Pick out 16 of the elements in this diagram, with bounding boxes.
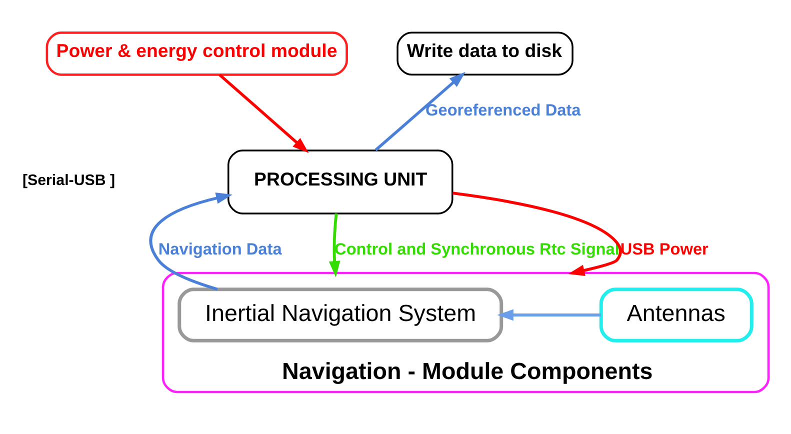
node-box: PROCESSING UNIT	[228, 150, 454, 214]
label: [Serial-USB ]	[22, 172, 116, 189]
arrow	[374, 72, 466, 152]
edge-label: Control and Synchronous Rtc Signal	[334, 240, 620, 259]
arrow	[497, 309, 601, 321]
edge-label: Navigation Data	[158, 240, 282, 259]
edge-label: Georeferenced Data	[426, 102, 581, 120]
arrow	[328, 213, 340, 278]
edge-label: USB Power	[620, 240, 708, 259]
node-box: Antennas	[599, 288, 754, 342]
arrow	[452, 192, 622, 276]
node-box: Write data to disk	[396, 32, 574, 76]
node-box: Power & energy control module	[46, 32, 348, 76]
arrow	[149, 192, 232, 291]
arrow	[218, 74, 309, 154]
node-box: Inertial Navigation System	[178, 288, 504, 342]
